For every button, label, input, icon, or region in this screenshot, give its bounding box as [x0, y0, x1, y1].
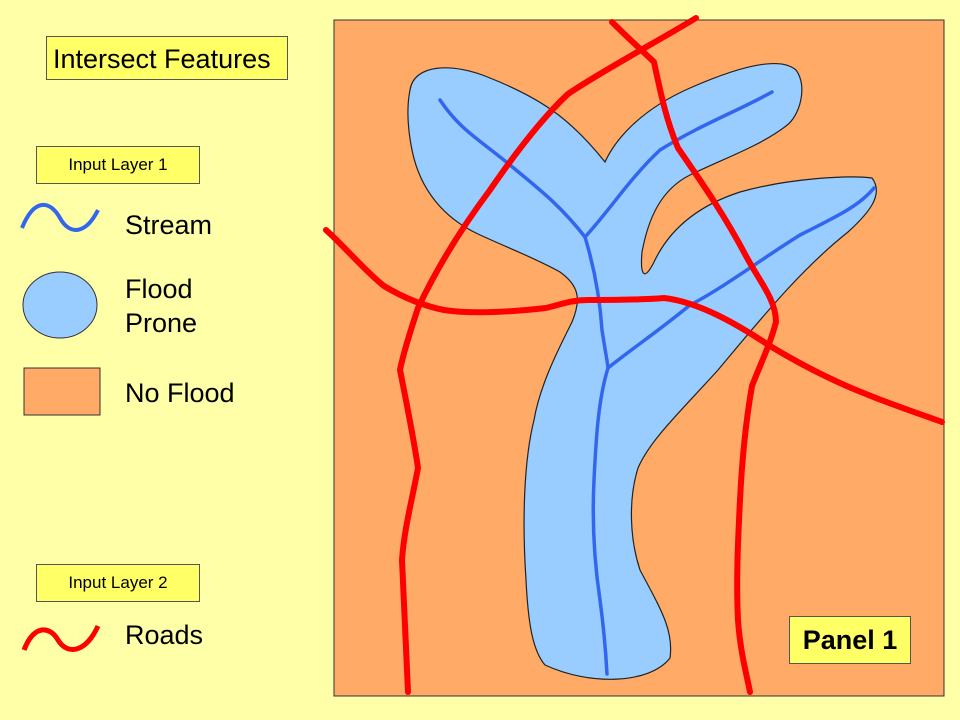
panel-label: Panel 1	[789, 616, 911, 664]
stream-main-trunk	[583, 235, 610, 676]
road-crossing	[323, 227, 945, 425]
legend-label-flood-prone: Flood Prone	[125, 274, 198, 338]
flood-prone-legend-icon	[22, 271, 98, 339]
stream-upper-right	[583, 90, 774, 239]
stream-right-branch	[606, 186, 876, 370]
road-west	[397, 15, 699, 695]
stream-network	[438, 90, 876, 676]
page-title: Intersect Features	[46, 36, 288, 80]
legend-label-stream: Stream	[125, 210, 213, 240]
roads-legend-icon	[21, 624, 101, 652]
flood-prone-region	[407, 63, 877, 680]
input-layer-2-label: Input Layer 2	[36, 564, 200, 602]
stream-legend-icon	[20, 202, 100, 232]
legend-label-roads: Roads	[125, 620, 204, 650]
road-east	[609, 19, 779, 695]
input-layer-1-label: Input Layer 1	[36, 146, 200, 184]
road-network	[323, 15, 945, 695]
legend-label-no-flood: No Flood	[125, 378, 235, 408]
no-flood-legend-icon	[23, 367, 101, 416]
